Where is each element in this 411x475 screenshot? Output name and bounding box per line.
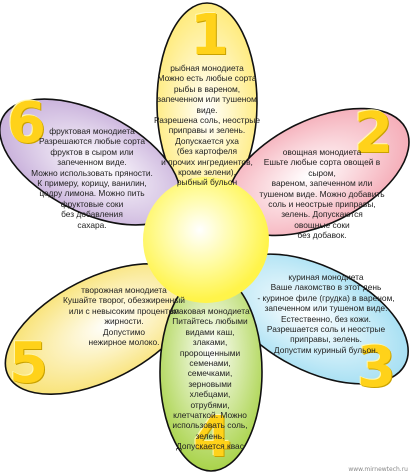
petal-1-text: рыбная монодиета Можно есть любые сорта … <box>154 63 260 188</box>
petal-2-number: 2 <box>354 101 393 166</box>
petal-6-text: фруктовая монодиета Разрешаются любые со… <box>31 126 153 230</box>
petal-3-number: 3 <box>357 335 396 400</box>
petal-5-number: 5 <box>9 331 48 396</box>
petal-5-text: творожная монодиета Кушайте творог, обез… <box>63 285 185 348</box>
petal-2-text: овощная монодиета Ешьте любые сорта овощ… <box>259 147 385 241</box>
petal-4-number: 4 <box>193 405 232 470</box>
flower-center <box>143 177 269 303</box>
petal-3-text: куриная монодиета Ваше лакомство в этот … <box>257 272 395 355</box>
petal-4-text: злаковая монодиета Питайтесь любыми вида… <box>170 306 250 452</box>
petal-1-number: 1 <box>190 3 229 68</box>
watermark: www.mirnewtech.ru <box>348 466 408 473</box>
petal-6-number: 6 <box>7 91 46 156</box>
